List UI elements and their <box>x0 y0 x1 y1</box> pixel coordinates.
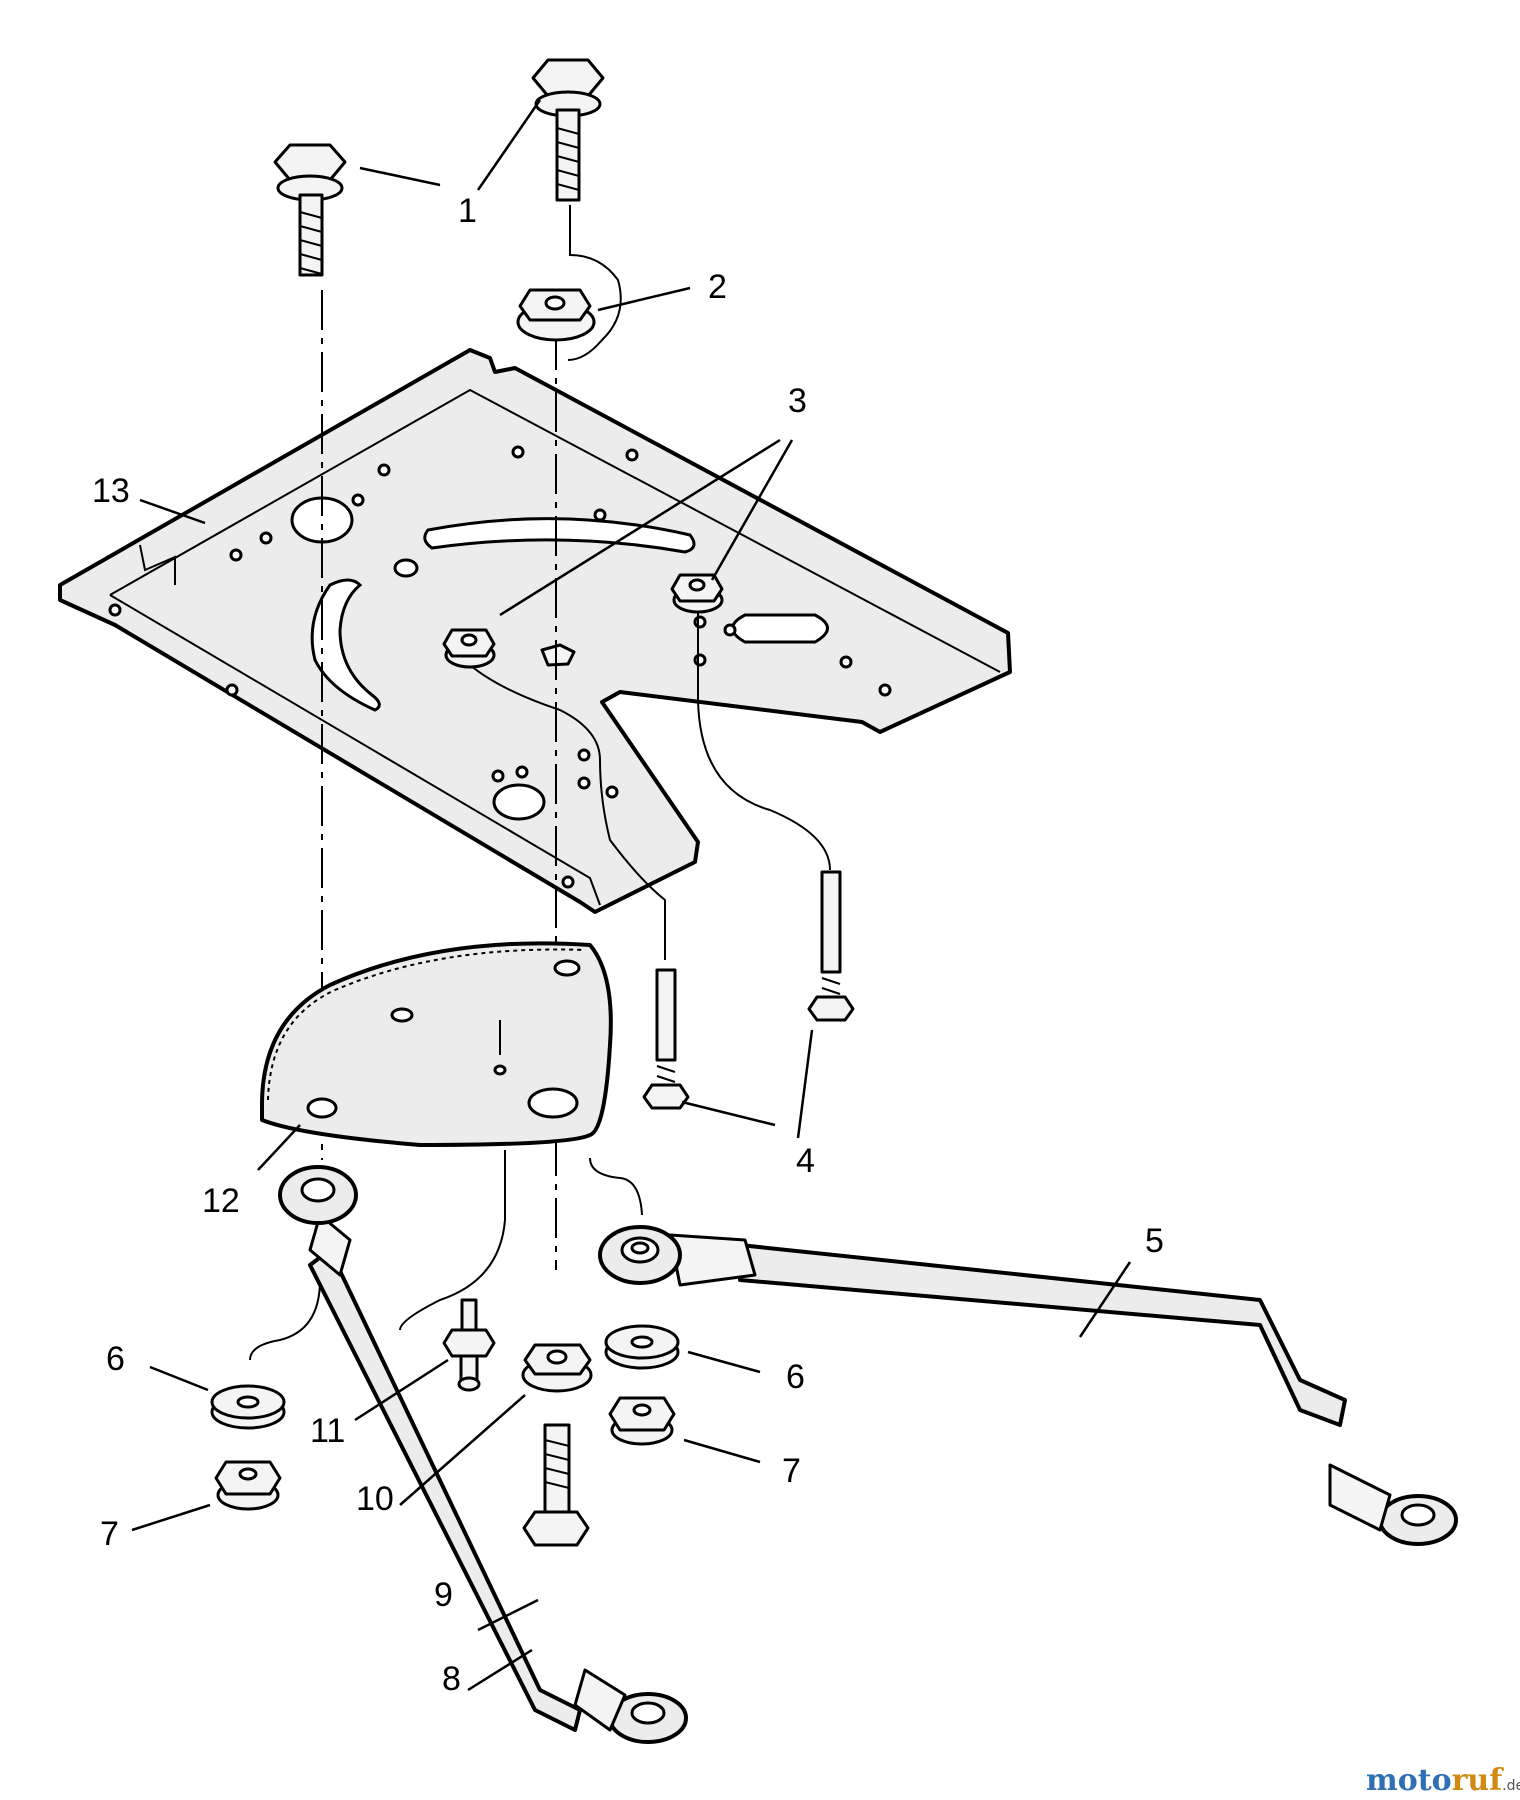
callout-12: 12 <box>202 1182 240 1220</box>
plate-nut-right <box>670 573 724 614</box>
callout-6b: 6 <box>786 1358 805 1396</box>
callout-8: 8 <box>442 1660 461 1698</box>
callout-9: 9 <box>434 1576 453 1614</box>
callout-3: 3 <box>788 382 807 420</box>
nut-right <box>608 1396 676 1446</box>
callout-2: 2 <box>708 268 727 306</box>
callouts: 1 2 3 4 5 6 6 7 7 8 9 10 11 12 13 <box>92 192 1164 1698</box>
flange-nut-lower <box>521 1343 593 1393</box>
bolt-right <box>531 58 605 202</box>
tie-rod-left <box>278 1165 688 1744</box>
bolt-lower <box>522 1423 590 1547</box>
callout-11: 11 <box>310 1412 345 1450</box>
washer-left <box>210 1384 286 1430</box>
leader-lines <box>131 99 1132 1692</box>
callout-1: 1 <box>458 192 477 230</box>
watermark-logo: motoruf.de <box>1366 1763 1520 1798</box>
nut-left <box>214 1460 282 1511</box>
stud-left <box>642 968 690 1110</box>
washer-right <box>604 1324 680 1370</box>
watermark-part2: ruf <box>1452 1763 1505 1798</box>
callout-4: 4 <box>796 1142 815 1180</box>
callout-10: 10 <box>356 1480 394 1518</box>
callout-7a: 7 <box>100 1515 119 1553</box>
plate-nut-left <box>442 628 496 669</box>
stud-right <box>807 870 855 1022</box>
callout-6a: 6 <box>106 1340 125 1378</box>
sector-plate <box>260 941 613 1147</box>
mounting-plate <box>58 348 1012 914</box>
svg-text:motoruf.de: motoruf.de <box>1366 1763 1520 1798</box>
pivot-stud <box>442 1298 496 1392</box>
tie-rod-right <box>598 1225 1458 1546</box>
callout-5: 5 <box>1145 1222 1164 1260</box>
callout-7b: 7 <box>782 1452 801 1490</box>
callout-13: 13 <box>92 472 130 510</box>
flange-nut-top <box>516 288 596 342</box>
bolt-left <box>273 143 347 277</box>
watermark-part1: moto <box>1366 1763 1452 1798</box>
watermark-suffix: .de <box>1502 1778 1520 1794</box>
